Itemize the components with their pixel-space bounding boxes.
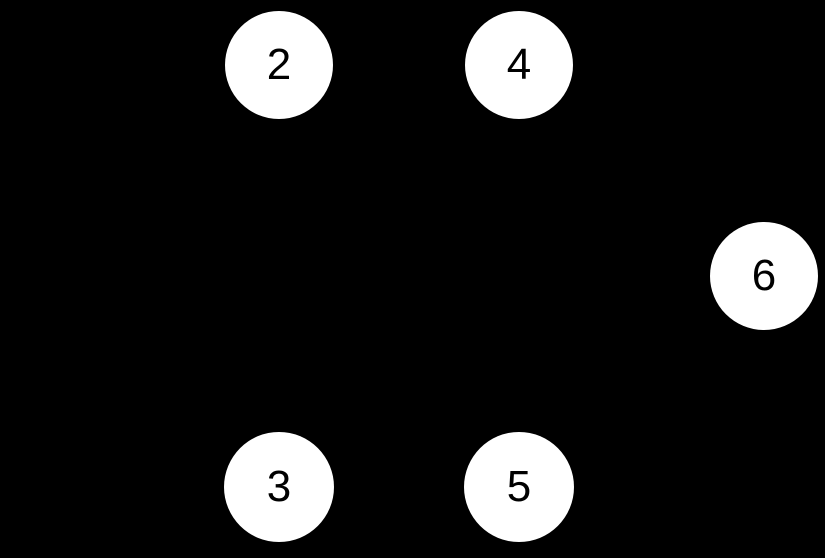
graph-node-3[interactable]: 3 [224,432,334,542]
graph-node-4[interactable]: 4 [465,11,573,119]
graph-node-5[interactable]: 5 [464,432,574,542]
graph-node-label: 2 [266,40,292,89]
graph-node-label: 5 [506,462,532,511]
graph-node-label: 6 [751,251,777,300]
graph-node-6[interactable]: 6 [710,222,818,330]
graph-node-label: 3 [266,462,292,511]
graph-node-label: 4 [506,40,532,89]
graph-node-2[interactable]: 2 [225,11,333,119]
